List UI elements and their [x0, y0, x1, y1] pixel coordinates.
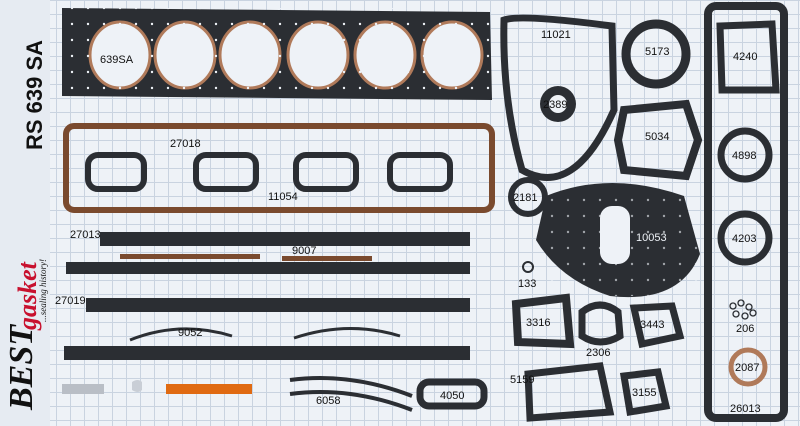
seal-strip-9052-left	[129, 327, 233, 342]
label-4240: 4240	[733, 51, 757, 63]
label-133: 133	[518, 278, 536, 290]
washers-206	[729, 299, 757, 320]
label-6058: 6058	[316, 395, 340, 407]
label-5159: 5159	[510, 374, 534, 386]
gasket-3316	[511, 293, 575, 349]
gasket-4203	[717, 210, 773, 266]
brand-gasket: gasket	[13, 261, 42, 331]
set-number-title: RS 639 SA	[22, 40, 47, 150]
label-4898: 4898	[732, 150, 756, 162]
brand-logo: BEST gasket ...sealing history!	[3, 259, 48, 411]
gasket-4050	[416, 378, 488, 410]
label-27013: 27013	[70, 229, 101, 241]
label-639sa: 639SA	[100, 54, 134, 66]
label-9007: 9007	[292, 245, 316, 257]
oil-pan-rail-lower	[64, 346, 470, 360]
label-206: 206	[736, 323, 754, 335]
rope-seal-upper	[289, 376, 413, 398]
cork-seal-6058	[166, 384, 252, 394]
oil-pan-gasket-27019	[86, 298, 470, 312]
label-11021: 11021	[541, 29, 571, 41]
label-9052: 9052	[178, 327, 202, 339]
label-27018: 27018	[170, 138, 201, 150]
label-10053: 10053	[636, 232, 667, 244]
label-2087: 2087	[735, 362, 759, 374]
label-3316: 3316	[526, 317, 550, 329]
gasket-2306	[578, 301, 624, 346]
label-4050: 4050	[440, 390, 464, 402]
gasket-5159	[524, 362, 615, 422]
cork-strip-right	[282, 256, 372, 261]
gasket-2181	[508, 177, 548, 217]
brand-tagline: ...sealing history!	[38, 259, 48, 322]
side-cover-gasket-26013	[704, 2, 788, 422]
copper-seal-2087	[728, 347, 768, 387]
label-2389: 2389	[543, 99, 567, 111]
label-2306: 2306	[586, 347, 610, 359]
brand-band	[0, 0, 50, 426]
label-5034: 5034	[645, 131, 669, 143]
timing-cover-gasket	[500, 14, 618, 181]
manifold-gasket	[85, 152, 453, 192]
seal-strip-9052-right	[293, 326, 401, 340]
gasket-4240	[716, 20, 780, 94]
cork-strip-left	[120, 254, 260, 259]
gasket-3155	[619, 368, 671, 417]
small-clip	[132, 380, 142, 392]
label-5173: 5173	[645, 46, 669, 58]
label-26013: 26013	[730, 403, 761, 415]
label-3155: 3155	[632, 387, 656, 399]
gasket-3443	[629, 302, 685, 349]
label-4203: 4203	[732, 233, 756, 245]
label-2181: 2181	[513, 192, 537, 204]
washer-133	[522, 261, 534, 273]
brand-best: BEST	[3, 324, 40, 411]
valve-cover-gasket	[63, 123, 495, 213]
gasket-5034	[613, 99, 703, 181]
metal-shim	[62, 384, 104, 394]
gasket-4898	[717, 127, 773, 183]
label-3443: 3443	[640, 319, 664, 331]
gasket-5173	[621, 19, 691, 89]
oil-pan-gasket-27013	[100, 232, 470, 246]
label-27019: 27019	[55, 295, 86, 307]
head-gasket	[62, 8, 492, 100]
rope-seal-lower	[289, 390, 413, 412]
label-11054: 11054	[268, 191, 298, 203]
oil-pan-rail-upper	[66, 262, 470, 274]
